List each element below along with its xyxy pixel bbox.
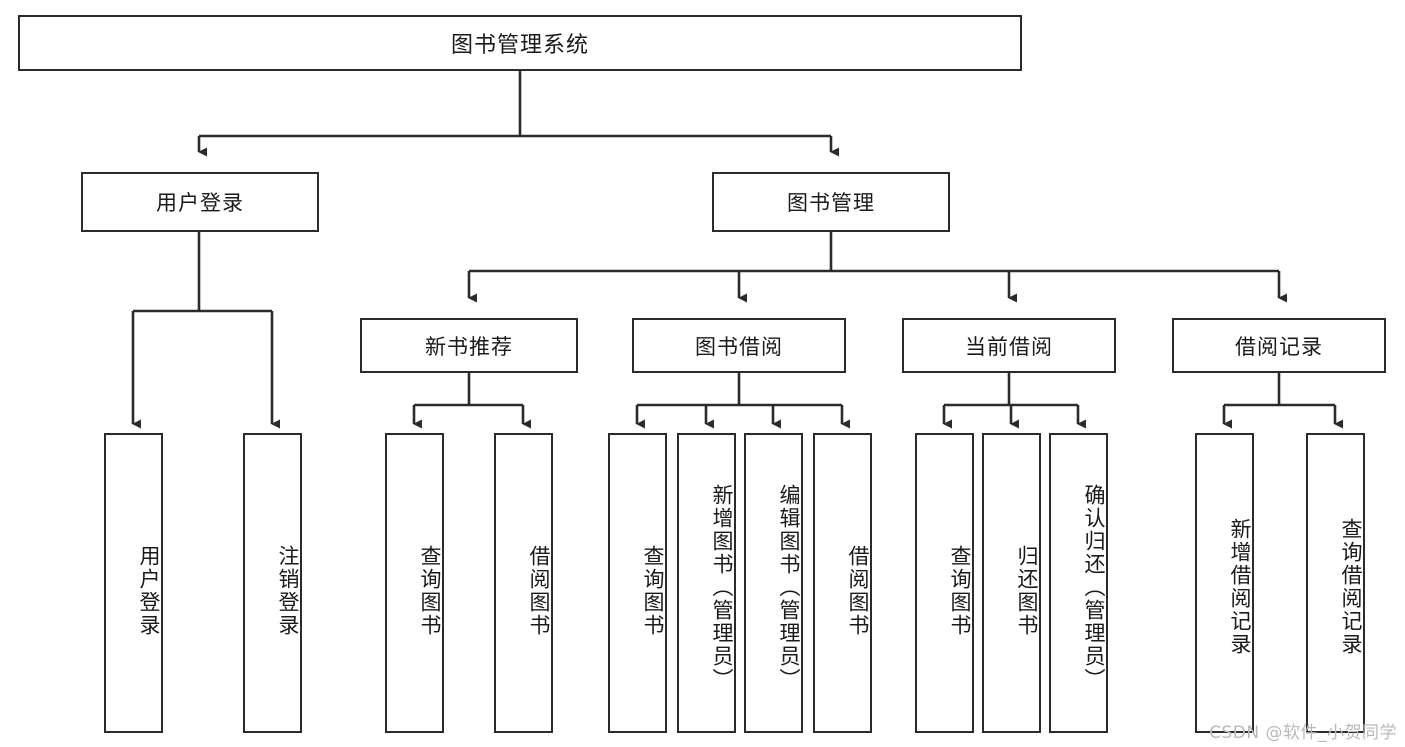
leaf-borrow-edit-book-admin[interactable]: 编辑图书（管理员） — [744, 433, 803, 733]
node-user-login[interactable]: 用户登录 — [81, 172, 319, 232]
leaf-newbook-query-books[interactable]: 查询图书 — [385, 433, 444, 733]
leaf-current-confirm-return-admin[interactable]: 确认归还（管理员） — [1049, 433, 1108, 733]
leaf-borrow-query-books[interactable]: 查询图书 — [608, 433, 667, 733]
node-root-book-management-system[interactable]: 图书管理系统 — [18, 15, 1022, 71]
leaf-newbook-borrow-books[interactable]: 借阅图书 — [494, 433, 553, 733]
node-book-borrowing[interactable]: 图书借阅 — [632, 318, 846, 373]
node-borrow-records[interactable]: 借阅记录 — [1172, 318, 1386, 373]
leaf-record-query-borrow-record[interactable]: 查询借阅记录 — [1306, 433, 1365, 733]
leaf-borrow-add-book-admin[interactable]: 新增图书（管理员） — [677, 433, 736, 733]
node-current-borrowing[interactable]: 当前借阅 — [902, 318, 1116, 373]
watermark-csdn: CSDN @软件_小贺同学 — [1209, 723, 1397, 743]
leaf-borrow-borrow-books[interactable]: 借阅图书 — [813, 433, 872, 733]
node-book-management[interactable]: 图书管理 — [712, 172, 950, 232]
node-new-book-recommendation[interactable]: 新书推荐 — [360, 318, 578, 373]
leaf-record-add-borrow-record[interactable]: 新增借阅记录 — [1195, 433, 1254, 733]
leaf-current-return-books[interactable]: 归还图书 — [982, 433, 1041, 733]
leaf-user-login-signout[interactable]: 注销登录 — [243, 433, 302, 733]
leaf-current-query-books[interactable]: 查询图书 — [915, 433, 974, 733]
leaf-user-login-signin[interactable]: 用户登录 — [104, 433, 163, 733]
